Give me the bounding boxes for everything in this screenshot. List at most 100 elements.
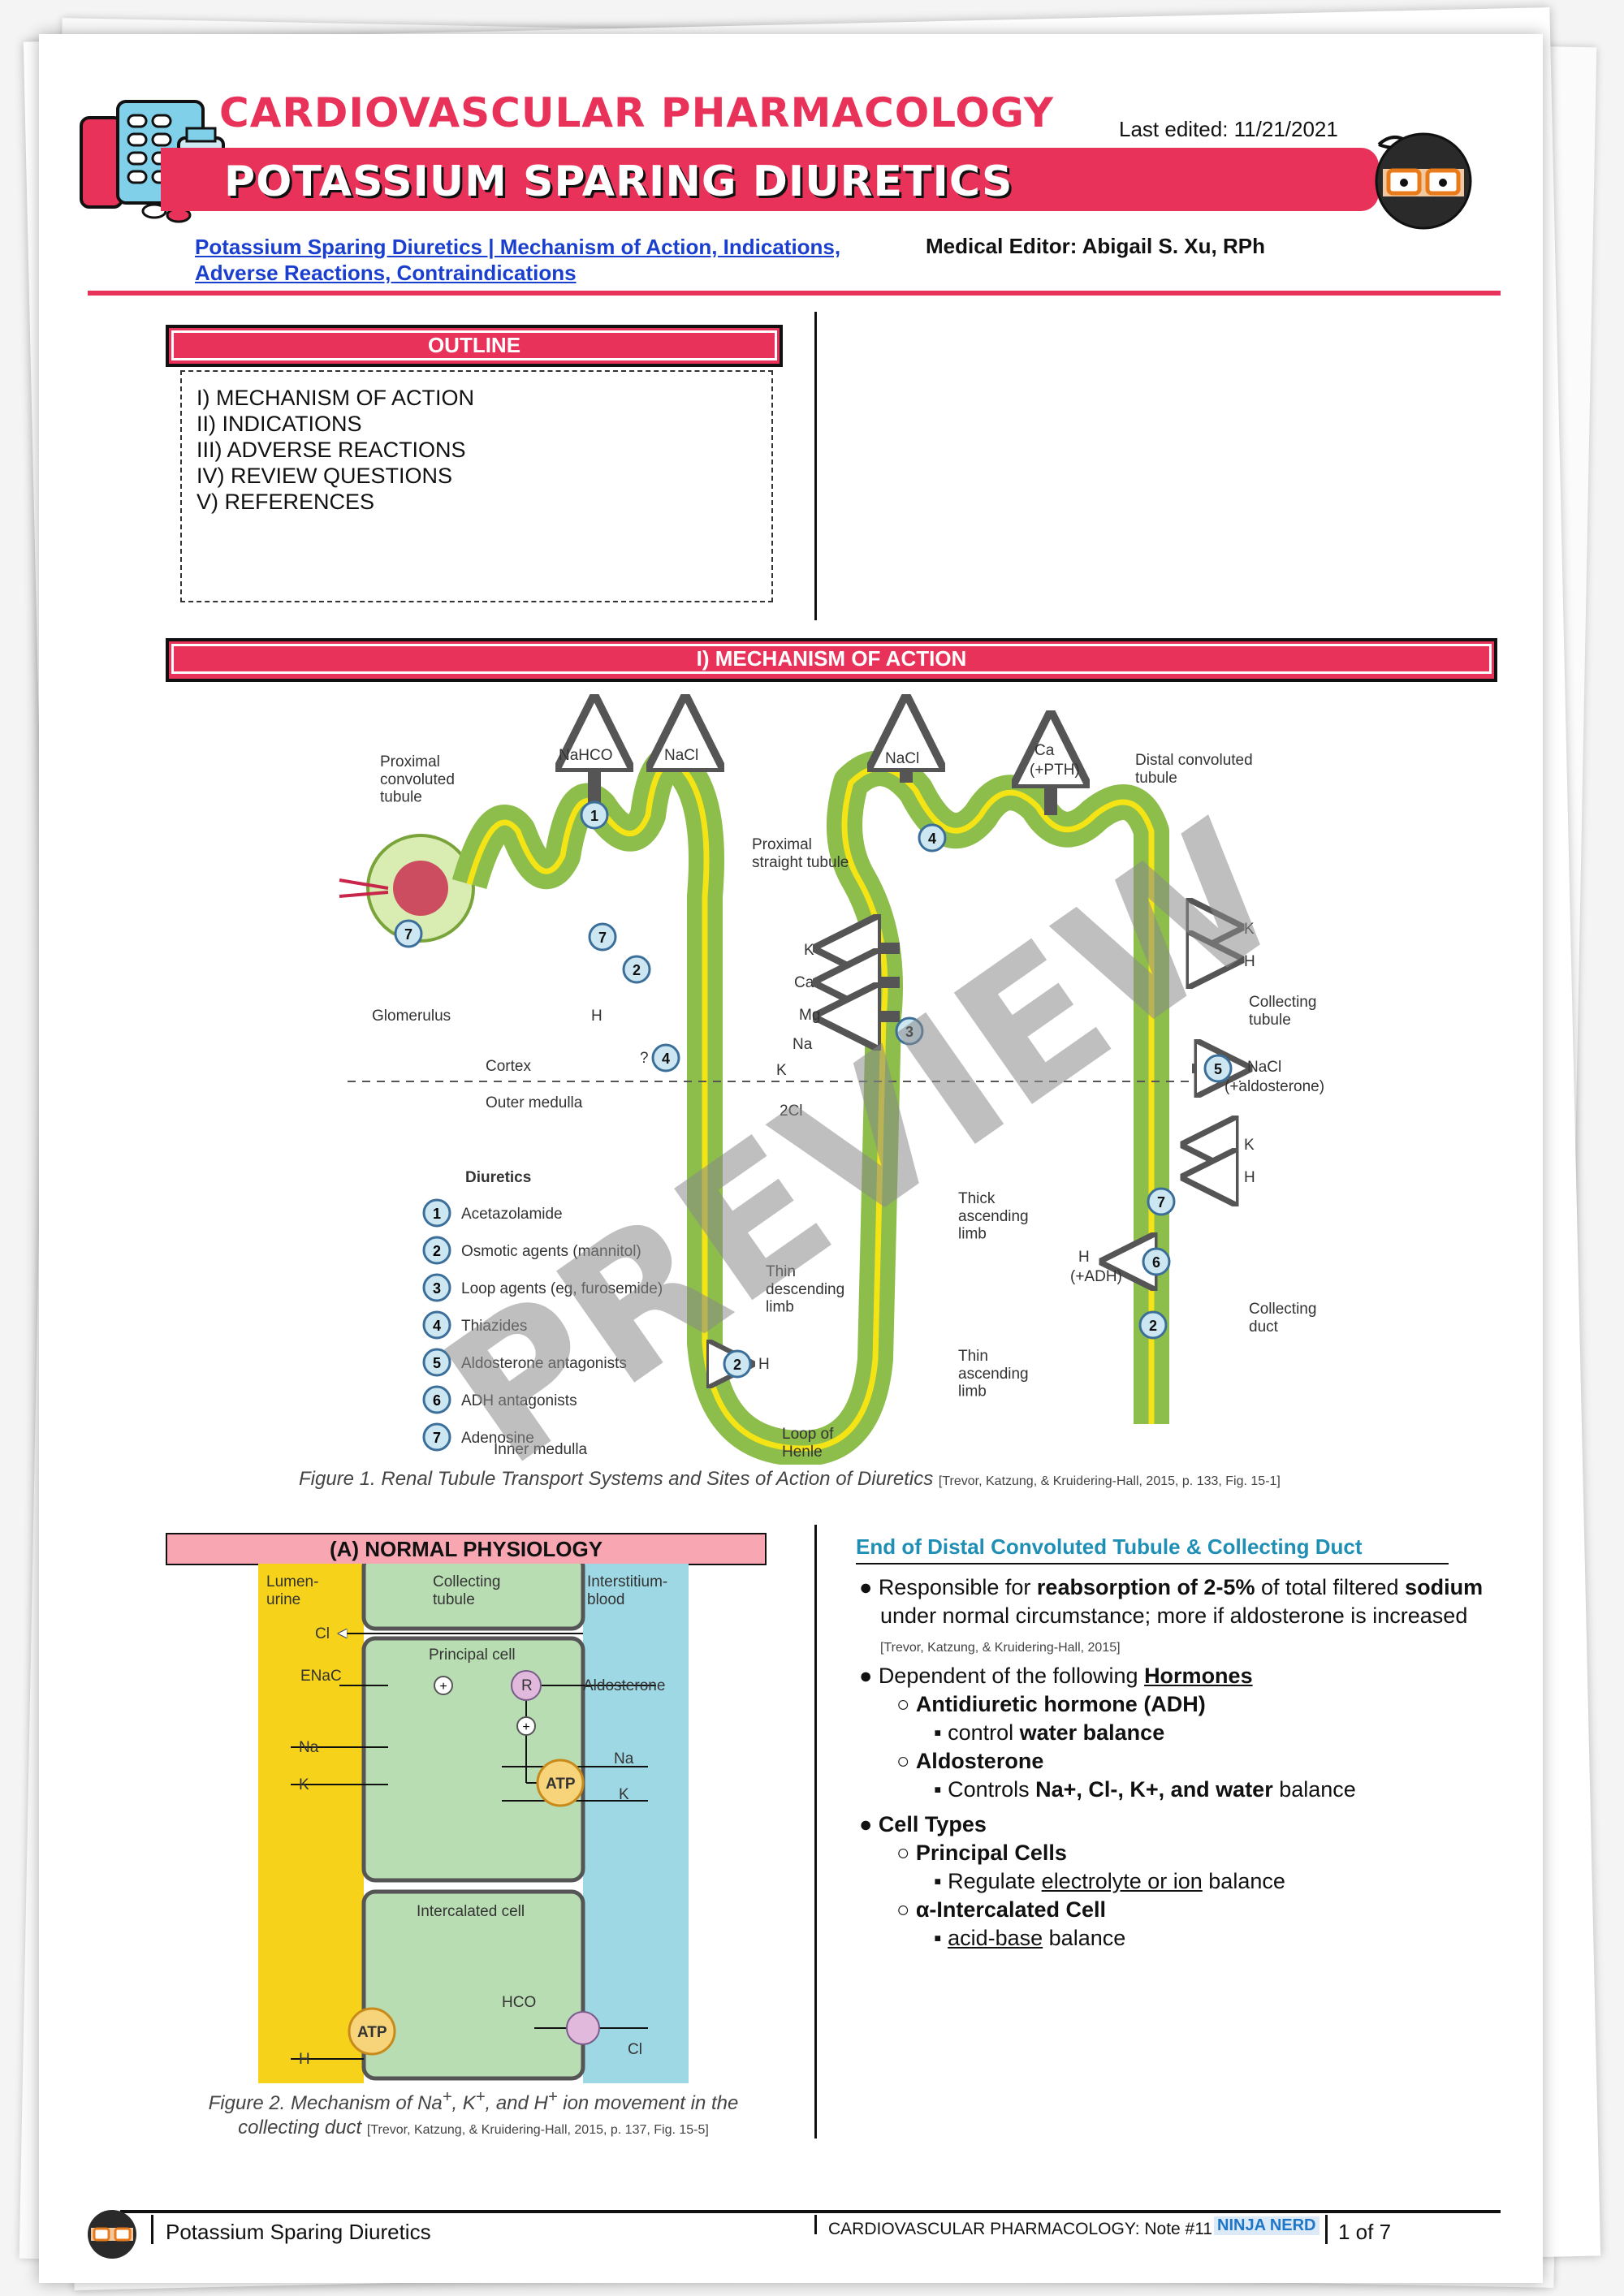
lumen-region <box>258 1564 364 2083</box>
label-k-right2: K <box>1244 1137 1255 1154</box>
atp-pump-icon <box>348 2007 396 2056</box>
outline-list: I) MECHANISM OF ACTION II) INDICATIONS I… <box>197 385 474 515</box>
site-marker <box>1142 1247 1171 1276</box>
label-atp1: ATP <box>546 1776 576 1793</box>
site-marker <box>895 1016 924 1046</box>
outline-item[interactable]: II) INDICATIONS <box>197 412 362 436</box>
legend-diuretic-label: Acetazolamide <box>461 1206 563 1223</box>
legend-number: 4 <box>433 1318 441 1334</box>
header-divider <box>88 291 1501 296</box>
label-pth: (+PTH) <box>1030 762 1080 779</box>
outline-item[interactable]: V) REFERENCES <box>197 490 375 514</box>
label-outer-medulla: Outer medulla <box>486 1094 583 1111</box>
label-aldo: (+aldosterone) <box>1224 1078 1324 1095</box>
label-r: R <box>521 1677 533 1694</box>
collecting-duct-notes: ● Responsible for reabsorption of 2-5% o… <box>859 1575 1484 1950</box>
label-nahco3: NaHCO <box>559 747 613 764</box>
svg-text:4: 4 <box>662 1051 670 1067</box>
svg-text:3: 3 <box>905 1024 914 1040</box>
outline-box <box>180 370 773 602</box>
legend-number-marker <box>422 1236 451 1265</box>
label-h-right1: H <box>1244 953 1255 970</box>
legend-number: 5 <box>433 1355 441 1371</box>
legend-diuretic-label: Adenosine <box>461 1430 534 1447</box>
legend-number: 7 <box>433 1430 441 1446</box>
label-cl-top: Cl <box>315 1625 330 1642</box>
video-link[interactable]: Potassium Sparing Diuretics | Mechanism … <box>195 235 841 285</box>
column-divider <box>814 312 817 620</box>
label-ca: Ca <box>1034 742 1055 759</box>
label-k2: K <box>776 1062 787 1079</box>
topic-banner <box>161 148 1379 211</box>
label-nacl2: NaCl <box>885 750 919 767</box>
label-h2o1: H <box>591 1008 603 1025</box>
outline-item[interactable]: I) MECHANISM OF ACTION <box>197 386 475 410</box>
legend-number: 2 <box>433 1243 441 1259</box>
label-na-right: Na <box>614 1750 634 1767</box>
normal-physiology-header: (A) NORMAL PHYSIOLOGY <box>166 1533 767 1565</box>
label-h-right2: H <box>1244 1169 1255 1186</box>
exchanger-icon <box>566 2011 600 2045</box>
site-marker <box>394 919 423 948</box>
label-k-right: K <box>619 1786 629 1803</box>
legend-number: 1 <box>433 1206 441 1222</box>
site-marker <box>651 1043 680 1072</box>
legend-diuretic-label: Osmotic agents (mannitol) <box>461 1243 641 1260</box>
label-cortex: Cortex <box>486 1058 531 1075</box>
ninja-nerd-brand: NINJA NERD <box>1214 2216 1320 2235</box>
principal-cell <box>361 1636 585 1883</box>
svg-text:2: 2 <box>633 962 641 978</box>
label-ca2: Ca <box>794 974 814 991</box>
label-enac: ENaC <box>300 1668 342 1685</box>
outline-item[interactable]: IV) REVIEW QUESTIONS <box>197 464 453 488</box>
label-cl-bottom: Cl <box>628 2041 642 2058</box>
receptor-icon <box>511 1670 542 1701</box>
legend-diuretic-label: Thiazides <box>461 1318 527 1335</box>
outline-item[interactable]: III) ADVERSE REACTIONS <box>197 438 466 462</box>
label-hco3: HCO <box>502 1994 536 2011</box>
diuretics-legend: 1 Acetazolamide 2 Osmotic agents (mannitol)… <box>422 1198 663 1452</box>
label-nacl1: NaCl <box>664 747 698 764</box>
site-marker <box>1203 1054 1233 1083</box>
footer-rule <box>120 2210 1501 2213</box>
label-interstitium: Interstitium-blood <box>587 1573 667 1608</box>
footer-topic: Potassium Sparing Diuretics <box>166 2220 431 2244</box>
figure1-caption: Figure 1. Renal Tubule Transport Systems… <box>299 1468 1281 1490</box>
label-na: Na <box>793 1036 813 1053</box>
footer-course: CARDIOVASCULAR PHARMACOLOGY: Note #11 <box>828 2220 1213 2238</box>
svg-text:6: 6 <box>1152 1254 1160 1271</box>
label-k-left: K <box>299 1776 309 1793</box>
label-glomerulus: Glomerulus <box>372 1008 451 1025</box>
svg-text:+: + <box>522 1720 529 1734</box>
svg-text:2: 2 <box>733 1357 741 1373</box>
label-intercalated: Intercalated cell <box>417 1903 525 1920</box>
label-h2o-loop: H <box>758 1356 770 1373</box>
document-page: CARDIOVASCULAR PHARMACOLOGY POTASSIUM SP… <box>39 34 1543 2283</box>
legend-diuretic-label: Aldosterone antagonists <box>461 1355 627 1372</box>
label-na-left: Na <box>299 1739 319 1756</box>
label-h2o-adh: H <box>1078 1249 1090 1266</box>
site-marker <box>918 823 947 852</box>
legend-number-marker <box>422 1348 451 1377</box>
legend-number-marker <box>422 1385 451 1414</box>
intercalated-cell <box>361 1889 585 2081</box>
label-mg: Mg <box>799 1007 820 1024</box>
topic-title: POTASSIUM SPARING DIURETICS <box>224 158 1013 206</box>
tubule-lumen-line <box>466 760 1155 1452</box>
column-divider-2 <box>814 1525 817 2138</box>
site-marker <box>723 1349 752 1379</box>
legend-number-marker <box>422 1273 451 1302</box>
ninja-footer-icon <box>88 2210 136 2259</box>
medical-editor: Medical Editor: Abigail S. Xu, RPh <box>926 234 1265 258</box>
site-marker <box>588 922 617 952</box>
figure2-caption: Figure 2. Mechanism of Na+, K+, and H+ i… <box>208 2088 739 2138</box>
